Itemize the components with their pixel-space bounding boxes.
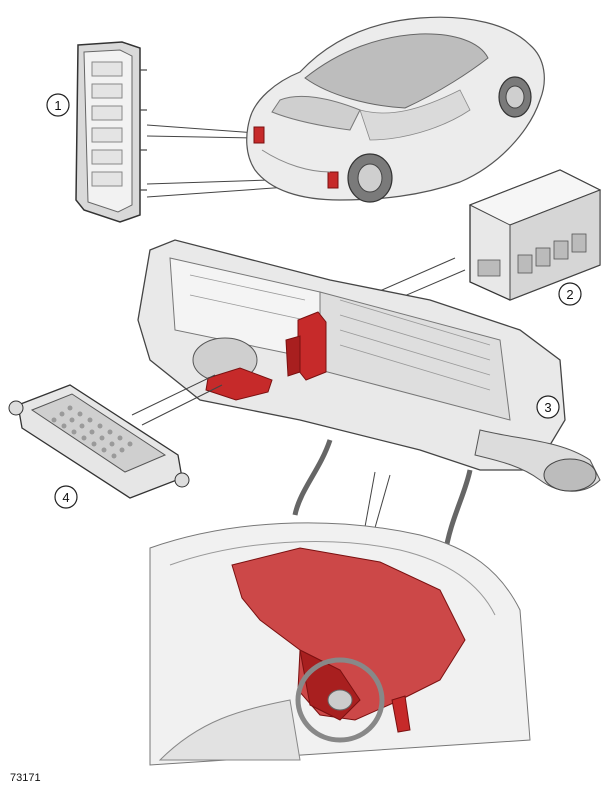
svg-text:4: 4 [62,490,69,505]
callout-1: 1 [46,93,70,117]
svg-text:1: 1 [54,98,61,113]
callout-2: 2 [558,282,582,306]
component-1-rear-module [75,41,147,223]
svg-text:3: 3 [544,400,551,415]
car-illustration [246,16,545,203]
figure-id: 73171 [10,772,41,784]
component-3-hvac-assembly [137,239,601,556]
callout-3: 3 [536,395,560,419]
leader-lines-4 [131,374,223,426]
callout-4: 4 [54,485,78,509]
vehicle-interior [149,522,531,766]
component-2-control-module [468,169,602,301]
svg-text:2: 2 [566,287,573,302]
component-4-module [8,384,190,499]
